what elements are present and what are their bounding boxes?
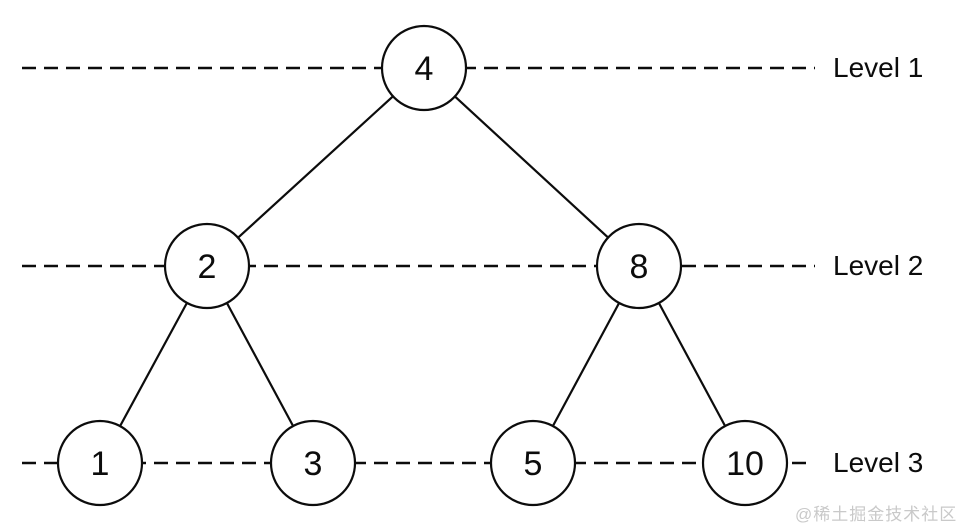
tree-nodes-group: 4 2 8 1 3 5 10 [56, 24, 789, 507]
tree-node-5[interactable]: 5 [489, 419, 577, 507]
level-label-2: Level 2 [833, 250, 924, 281]
level-label-1: Level 1 [833, 52, 924, 83]
node-circle-1[interactable] [56, 419, 144, 507]
node-label-4: 4 [415, 50, 434, 88]
tree-edge-n4-n2 [237, 95, 394, 239]
node-circle-10[interactable] [701, 419, 789, 507]
node-label-5: 5 [524, 445, 543, 483]
tree-edge-n2-n1 [119, 302, 188, 427]
node-label-10: 10 [726, 445, 764, 483]
node-circle-4[interactable] [380, 24, 468, 112]
node-circle-3[interactable] [269, 419, 357, 507]
tree-edges-group [119, 95, 727, 427]
tree-edge-n4-n8 [454, 95, 609, 239]
node-circle-5[interactable] [489, 419, 577, 507]
tree-edge-n8-n10 [657, 302, 727, 427]
node-label-2: 2 [198, 248, 217, 286]
node-label-3: 3 [304, 445, 323, 483]
node-circle-2[interactable] [163, 222, 251, 310]
tree-node-4[interactable]: 4 [380, 24, 468, 112]
node-label-1: 1 [91, 445, 110, 483]
level-label-3: Level 3 [833, 447, 924, 478]
watermark: @稀土掘金技术社区 [795, 505, 957, 524]
tree-edge-n2-n3 [225, 302, 295, 427]
tree-node-10[interactable]: 10 [701, 419, 789, 507]
tree-node-8[interactable]: 8 [595, 222, 683, 310]
node-circle-8[interactable] [595, 222, 683, 310]
level-lines-group [22, 66, 815, 465]
tree-node-2[interactable]: 2 [163, 222, 251, 310]
node-label-8: 8 [630, 248, 649, 286]
tree-node-3[interactable]: 3 [269, 419, 357, 507]
tree-node-1[interactable]: 1 [56, 419, 144, 507]
tree-edge-n8-n5 [551, 302, 621, 427]
